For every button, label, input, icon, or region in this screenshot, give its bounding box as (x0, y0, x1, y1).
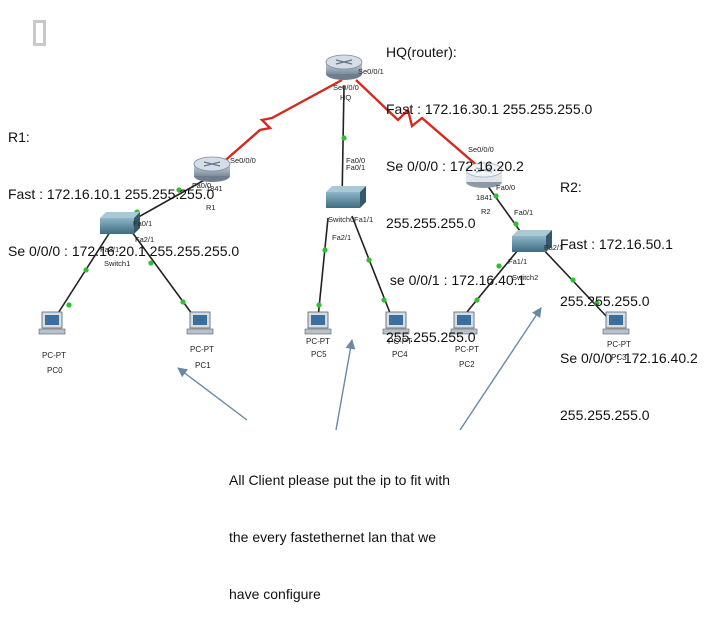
hq-note-se0-mask: 255.255.255.0 (386, 215, 476, 231)
r2-note-title: R2: (560, 179, 582, 195)
hq-port-se0: Se0/0/0 (333, 83, 359, 92)
pc0-name-label: PC0 (47, 366, 63, 375)
r2-port-se0: Se0/0/0 (468, 145, 494, 154)
r1-note-title: R1: (8, 129, 30, 145)
pc4-name-label: PC4 (392, 350, 408, 359)
switch-right-port-fa0: Fa0/1 (514, 208, 533, 217)
pc3-name-label: PC3 (611, 353, 627, 362)
router-r1[interactable] (193, 156, 231, 182)
router-hq[interactable] (325, 54, 363, 80)
router-r2[interactable] (465, 162, 503, 188)
r2-note-serial: Se 0/0/0 : 172.16.40.2 (560, 350, 698, 366)
r1-note-fast: Fast : 172.16.10.1 255.255.255.0 (8, 186, 215, 202)
switch-left-name-label: Switch1 (104, 259, 130, 268)
hq-note-se1: se 0/0/1 : 172.16.40.1 (386, 272, 526, 288)
r2-config-note: R2: Fast : 172.16.50.1 255.255.255.0 Se … (560, 140, 698, 444)
hq-note-se0: Se 0/0/0 : 172.16.20.2 (386, 158, 524, 174)
hq-port-se1: Se0/0/1 (358, 67, 384, 76)
switch-left[interactable] (100, 212, 140, 234)
pc-5[interactable] (304, 311, 332, 335)
switch-0[interactable] (326, 186, 366, 208)
r2-model-label: 1841 (476, 193, 493, 202)
hq-config-note: HQ(router): Fast : 172.16.30.1 255.255.2… (386, 5, 592, 366)
r1-port-se0: Se0/0/0 (230, 156, 256, 165)
switch-right-name-label: Switch2 (512, 273, 538, 282)
pc-2[interactable] (450, 311, 478, 335)
client-note-line-3: have configure (229, 586, 321, 602)
pc-1[interactable] (186, 311, 214, 335)
switch0-name-label: Switch0 (328, 215, 354, 224)
pc4-type-label: PC-PT (388, 337, 412, 346)
switch-left-port-fa3: Fa3/1 (100, 245, 119, 254)
pc5-name-label: PC5 (311, 350, 327, 359)
client-note-line-2: the every fastethernet lan that we (229, 529, 437, 545)
r2-note-serial-mask: 255.255.255.0 (560, 407, 650, 423)
switch-right[interactable] (512, 230, 552, 252)
pc0-type-label: PC-PT (42, 351, 66, 360)
switch-left-port-fa2: Fa2/1 (135, 235, 154, 244)
pc1-name-label: PC1 (195, 361, 211, 370)
pc-0[interactable] (38, 311, 66, 335)
pc2-type-label: PC-PT (455, 345, 479, 354)
client-instruction-note: All Client please put the ip to fit with… (229, 433, 450, 623)
logo-fragment (33, 20, 46, 46)
hq-name-label: HQ (340, 93, 351, 102)
pc5-type-label: PC-PT (306, 337, 330, 346)
hq-note-title: HQ(router): (386, 44, 457, 60)
hq-note-se1-mask: 255.255.255.0 (386, 329, 476, 345)
r2-port-fa0: Fa0/0 (496, 183, 515, 192)
serial-link-hq-r2 (355, 79, 481, 169)
switch-right-port-fa1: Fa1/1 (508, 257, 527, 266)
network-topology-diagram: Se0/0/0 Se0/0/1 HQ Fa0/0 Se0/0/0 Fa0/0 1… (33, 20, 631, 431)
switch0-port-fa1: Fa1/1 (354, 215, 373, 224)
r2-name-label: R2 (481, 207, 491, 216)
pc-4[interactable] (382, 311, 410, 335)
switch0-port-fa2: Fa2/1 (332, 233, 351, 242)
switch-left-port-fa0: Fa0/1 (133, 219, 152, 228)
pc-3[interactable] (602, 311, 630, 335)
switch-right-port-fa2: Fa2/1 (544, 243, 563, 252)
r2-note-fast: Fast : 172.16.50.1 (560, 236, 673, 252)
hq-note-fast: Fast : 172.16.30.1 255.255.255.0 (386, 101, 593, 117)
pc3-type-label: PC-PT (607, 340, 631, 349)
r1-note-serial: Se 0/0/0 : 172.16.20.1 255.255.255.0 (8, 243, 240, 259)
r1-name-label: R1 (206, 203, 216, 212)
r1-config-note: R1: Fast : 172.16.10.1 255.255.255.0 Se … (8, 90, 239, 280)
r1-model-label: 1841 (206, 184, 223, 193)
switch0-port-fa0: Fa0/1 (346, 163, 365, 172)
annotation-arrows (177, 307, 542, 431)
r2-note-fast-mask: 255.255.255.0 (560, 293, 650, 309)
serial-link-r1-hq (211, 78, 343, 173)
pc1-type-label: PC-PT (190, 345, 214, 354)
r1-port-fa0: Fa0/0 (192, 181, 211, 190)
link-lights (66, 135, 600, 308)
pc2-name-label: PC2 (459, 360, 475, 369)
hq-port-fa0: Fa0/0 (346, 156, 365, 165)
client-note-line-1: All Client please put the ip to fit with (229, 472, 451, 488)
